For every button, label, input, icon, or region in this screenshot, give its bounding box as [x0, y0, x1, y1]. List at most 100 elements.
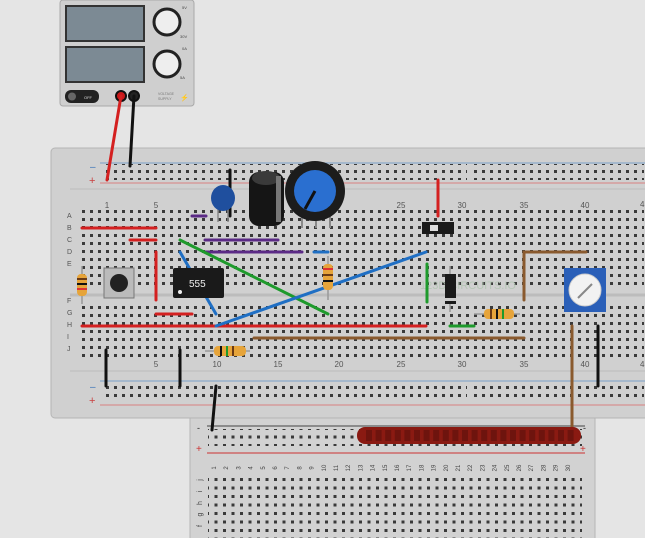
- led-segment: [558, 430, 564, 441]
- resistor-col20[interactable]: [323, 256, 333, 300]
- column-label-top: 25: [397, 201, 406, 210]
- small-row-label: g: [197, 512, 204, 516]
- supply-brand-line2: SUPPLY: [158, 97, 172, 101]
- top-rail-holes[interactable]: [102, 164, 467, 180]
- resistor-bottom[interactable]: [205, 346, 250, 356]
- wire-brown-top[interactable]: [522, 250, 588, 302]
- column-label-top: 35: [520, 201, 529, 210]
- knob1-bottom-label: 30V: [180, 34, 187, 39]
- row-label: A: [67, 213, 72, 220]
- push-button[interactable]: [103, 267, 135, 299]
- small-row-label: f: [197, 525, 204, 527]
- electrolytic-capacitor[interactable]: [249, 171, 284, 226]
- led-segment: [433, 430, 440, 441]
- small-column-number: 1: [212, 466, 218, 470]
- ceramic-capacitor[interactable]: [211, 185, 235, 222]
- wire-green-diagonal[interactable]: [178, 238, 330, 316]
- small-column-number: 4: [249, 466, 255, 470]
- current-knob[interactable]: [152, 49, 182, 79]
- slide-switch[interactable]: [422, 222, 454, 234]
- small-rail-minus-label-right: -: [583, 423, 586, 433]
- wire-red-supply[interactable]: [105, 94, 123, 182]
- small-column-number: 23: [480, 464, 486, 471]
- led-segment: [442, 430, 449, 441]
- column-label-top: 5: [154, 201, 159, 210]
- rotary-potentiometer[interactable]: [564, 268, 606, 312]
- small-column-number: 18: [419, 464, 425, 471]
- column-label-bottom: 30: [458, 360, 467, 369]
- row-label: H: [67, 322, 72, 329]
- row-label: I: [67, 334, 69, 341]
- diode[interactable]: [445, 266, 456, 312]
- small-column-number: 14: [371, 464, 377, 471]
- watermark: 123D CIRCUITS.IO: [420, 280, 516, 292]
- led-segment: [452, 430, 459, 441]
- small-column-number: 12: [346, 464, 352, 471]
- resistor-left[interactable]: [77, 266, 87, 304]
- wire-black-supply[interactable]: [128, 94, 136, 168]
- trimmer-potentiometer[interactable]: [285, 161, 345, 228]
- led-segment: [510, 430, 516, 441]
- small-column-number: 22: [468, 464, 474, 471]
- bottom-rail-holes[interactable]: [102, 382, 467, 398]
- wire-blue-long[interactable]: [214, 250, 428, 328]
- led-bar[interactable]: [357, 427, 581, 444]
- ic-555[interactable]: 555: [173, 268, 224, 298]
- led-segment: [462, 430, 468, 441]
- led-segment: [529, 430, 536, 441]
- column-label-bottom: 5: [154, 360, 159, 369]
- column-label-bottom: 15: [274, 360, 283, 369]
- small-column-number: 16: [395, 464, 401, 471]
- small-rail-plus-label: +: [196, 444, 202, 455]
- column-label-top: 40: [581, 201, 590, 210]
- row-label: B: [67, 225, 72, 232]
- small-column-number: 8: [297, 466, 303, 470]
- column-label-bottom: 40: [581, 360, 590, 369]
- wires[interactable]: [80, 94, 600, 438]
- led-segment: [404, 430, 411, 441]
- small-terminal-holes[interactable]: [208, 477, 582, 538]
- column-label-top: 30: [458, 201, 467, 210]
- power-supply[interactable]: 5V 30V 0A 5A OFF VOLTAGE SUPPLY ⚡: [59, 0, 195, 107]
- column-label-bottom: 20: [335, 360, 344, 369]
- small-column-number: 15: [383, 464, 389, 471]
- small-column-number: 5: [261, 466, 267, 470]
- wire-black-to-small[interactable]: [210, 384, 218, 432]
- small-column-number: 10: [322, 464, 328, 471]
- small-column-number: 7: [285, 466, 291, 470]
- bottom-rail-minus-label: –: [90, 382, 96, 393]
- power-switch-knob: [68, 92, 76, 101]
- led-segment: [423, 430, 430, 441]
- led-segment: [385, 430, 392, 441]
- row-label: J: [67, 346, 71, 353]
- small-rail-minus-label: -: [197, 423, 200, 433]
- knob2-bottom-label: 5A: [180, 75, 185, 80]
- small-row-label: i: [197, 490, 204, 492]
- led-segment: [567, 430, 574, 441]
- small-column-number: 21: [456, 464, 462, 471]
- bottom-rail-holes-right[interactable]: [474, 382, 644, 398]
- voltage-display: [65, 5, 145, 42]
- led-segment: [481, 430, 488, 441]
- led-segment: [548, 430, 555, 441]
- top-rail-holes-right[interactable]: [474, 164, 644, 180]
- power-switch-label: OFF: [84, 95, 93, 100]
- led-segment: [394, 430, 401, 441]
- voltage-knob[interactable]: [152, 7, 182, 37]
- column-label-bottom: 25: [397, 360, 406, 369]
- edge-label-bottom: 4: [640, 360, 645, 369]
- led-segment: [366, 430, 372, 441]
- column-label-top: 1: [105, 201, 110, 210]
- small-column-number: 17: [407, 464, 413, 471]
- small-column-number: 27: [529, 464, 535, 471]
- small-column-number: 3: [236, 466, 242, 470]
- resistor-right[interactable]: [474, 309, 520, 319]
- small-column-number: 24: [493, 464, 499, 471]
- led-segment: [375, 430, 382, 441]
- small-column-number: 29: [554, 464, 560, 471]
